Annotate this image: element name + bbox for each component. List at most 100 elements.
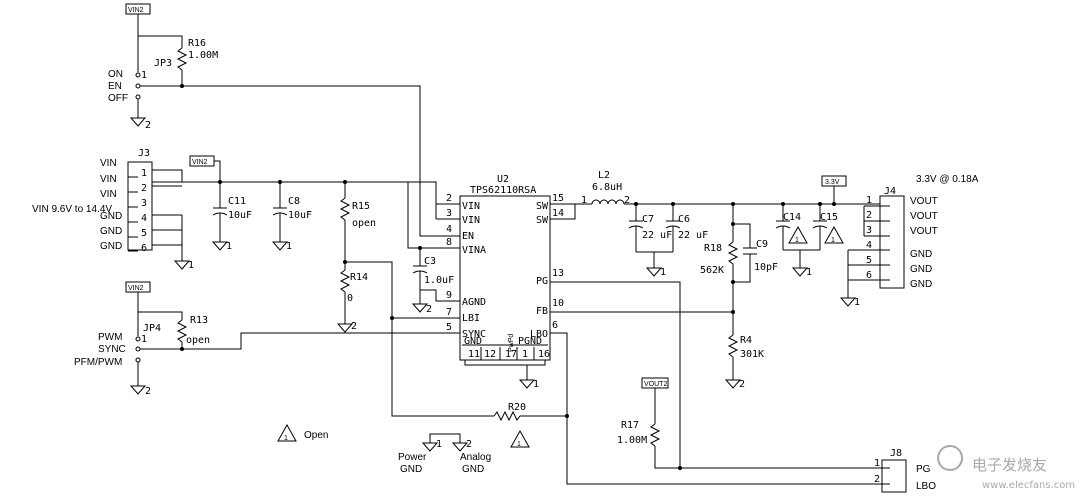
jp3-ref: JP3	[154, 58, 172, 69]
c8-value: 10uF	[288, 210, 312, 221]
c6-value: 22 uF	[678, 230, 708, 241]
u2-name-en: EN	[462, 231, 474, 242]
lbo-net	[550, 332, 880, 485]
u2-pin-14: 14	[552, 208, 564, 219]
r4-ref: R4	[740, 335, 752, 346]
j4-label-6: GND	[910, 279, 932, 290]
vin-routing: C3 1.0uF 2	[407, 181, 455, 315]
u2-part: TPS62110RSA	[470, 185, 536, 196]
sync-section: VIN2 R13 open 2 JP4 1 PWM SYNC PFM/PWM	[74, 281, 455, 397]
input-filter: 1 C11 10uF 1 C8 10uF R15 open 2 R14 0	[212, 180, 455, 333]
u2-ic: U2 TPS62110RSA 2 VIN 3 VIN 4 EN 8 VINA 9…	[446, 174, 564, 390]
jp3-label-en: EN	[108, 81, 122, 92]
legend-analog-2: GND	[462, 464, 484, 475]
legend-power-2: GND	[400, 464, 422, 475]
j4-pin4: 4	[866, 240, 872, 251]
u2-name-pg: PG	[536, 276, 548, 287]
c8-gnd-label: 1	[286, 241, 292, 252]
l2-ref: L2	[598, 170, 610, 181]
c8-ref: C8	[288, 196, 300, 207]
r16-value: 1.00M	[188, 50, 218, 61]
r4-gnd-label: 2	[739, 379, 745, 390]
vin2-tag-jp4-label: VIN2	[128, 285, 144, 292]
u2-name-vin1: VIN	[462, 201, 480, 212]
r4-value: 301K	[740, 349, 764, 360]
u2-name-lbo: LBO	[530, 329, 548, 340]
en-net	[140, 85, 455, 237]
c9-ref: C9	[756, 239, 768, 250]
c7-ref: C7	[642, 214, 654, 225]
j8-ref: J8	[890, 448, 902, 459]
output-stage: 1 2 L2 6.8uH C7 22 uF C6 22 uF 1 R18 562…	[550, 170, 880, 390]
jp4-label-pfm: PFM/PWM	[74, 357, 122, 368]
j3-label-1: VIN	[100, 158, 117, 169]
lbi-net	[345, 261, 455, 319]
r20-open-mark: 1	[517, 441, 521, 448]
l2-value: 6.8uH	[592, 182, 622, 193]
c9-value: 10pF	[754, 262, 778, 273]
u2-name-sw1: SW	[536, 201, 549, 212]
jp4-label-sync: SYNC	[98, 344, 126, 355]
sync-net	[140, 332, 455, 350]
u2-body	[459, 195, 551, 361]
pg-net	[550, 281, 880, 469]
legend-open-text: Open	[304, 430, 328, 441]
u2-pin-16: 16	[538, 349, 550, 360]
r20-ref: R20	[508, 402, 526, 413]
j4-pin5: 5	[866, 255, 872, 266]
legend-analog-1: Analog	[460, 452, 491, 463]
j3-ref: J3	[138, 148, 150, 159]
c11-value: 10uF	[228, 210, 252, 221]
j3-label-3: VIN	[100, 189, 117, 200]
j4-rating: 3.3V @ 0.18A	[916, 174, 979, 185]
legend-open-mark: 1	[284, 435, 288, 442]
jp3-gnd-label: 2	[145, 120, 151, 131]
c7c6-gnd-label: 1	[660, 267, 666, 278]
u2-name-agnd: AGND	[462, 297, 486, 308]
u2-pin-10: 10	[552, 298, 564, 309]
r14-gnd-label: 2	[351, 321, 357, 332]
j3-pin1: 1	[141, 168, 147, 179]
c11-ref: C11	[228, 196, 246, 207]
j4-connector: J4 3.3V @ 0.18A 1 2 3 4 5 6 VOUT VOUT VO…	[840, 174, 979, 308]
legend-gnd2-label: 2	[466, 439, 472, 450]
j3-label-2: VIN	[100, 174, 117, 185]
u2-pin-13: 13	[552, 268, 564, 279]
u2-pin-6: 6	[552, 320, 558, 331]
u2-pin-17: 17	[505, 349, 517, 360]
u2-gnd-label: 1	[533, 379, 539, 390]
v33-tag-label: 3.3V	[825, 179, 840, 186]
c14-open-mark: 1	[795, 237, 799, 244]
r15-ref: R15	[352, 201, 370, 212]
j3-pin6: 6	[141, 243, 147, 254]
watermark-logo-icon	[937, 445, 964, 471]
j3-label-6: GND	[100, 241, 122, 252]
u2-pin-5: 5	[446, 322, 452, 333]
u2-name-sw2: SW	[536, 215, 549, 226]
l2-inductor	[591, 199, 625, 205]
r13-ref: R13	[190, 315, 208, 326]
j3-label-4: GND	[100, 211, 122, 222]
jp4-pin1: 1	[141, 334, 147, 345]
j3-label-5: GND	[100, 226, 122, 237]
c15-open-mark: 1	[831, 237, 835, 244]
j3-pin5: 5	[141, 228, 147, 239]
watermark-url: www.elecfans.com	[982, 480, 1075, 491]
j4-label-4: GND	[910, 249, 932, 260]
r16-ref: R16	[188, 38, 206, 49]
vin2-tag-j3-label: VIN2	[192, 159, 208, 166]
u2-pin-15: 15	[552, 193, 564, 204]
enable-section: VIN2 R16 1.00M 2 JP3 1 ON EN OFF	[108, 3, 455, 237]
u2-pin-4: 4	[446, 224, 452, 235]
c14c15-gnd-label: 1	[806, 267, 812, 278]
j8-label-lbo: LBO	[916, 481, 936, 492]
jp3-label-on: ON	[108, 69, 123, 80]
u2-pin-9: 9	[446, 290, 452, 301]
jp3-pin1: 1	[141, 70, 147, 81]
c11-gnd-label: 1	[226, 241, 232, 252]
u2-name-vina: VINA	[462, 245, 486, 256]
j3-pin2: 2	[141, 183, 147, 194]
u2-name-sync: SYNC	[462, 329, 486, 340]
agnd-gnd-label: 2	[426, 304, 432, 315]
